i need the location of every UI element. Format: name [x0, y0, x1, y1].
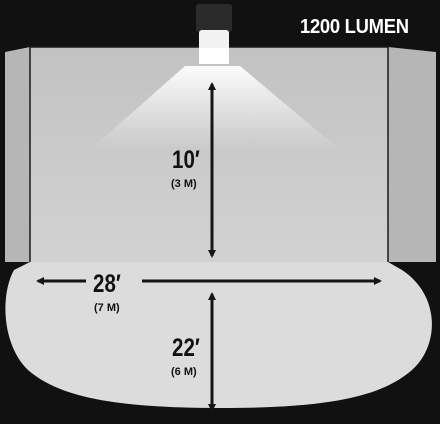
floor-area [5, 262, 432, 408]
lumen-title: 1200 LUMEN [300, 16, 409, 38]
left-side-wall [5, 47, 30, 262]
depth-value: 22′ [172, 334, 200, 362]
right-side-wall [388, 47, 436, 262]
width-value: 28′ [93, 270, 121, 298]
height-value: 10′ [172, 146, 200, 174]
width-metric: (7 M) [94, 302, 120, 314]
height-metric: (3 M) [171, 178, 197, 190]
wall-pack-light-icon [196, 4, 232, 64]
depth-metric: (6 M) [171, 366, 197, 378]
